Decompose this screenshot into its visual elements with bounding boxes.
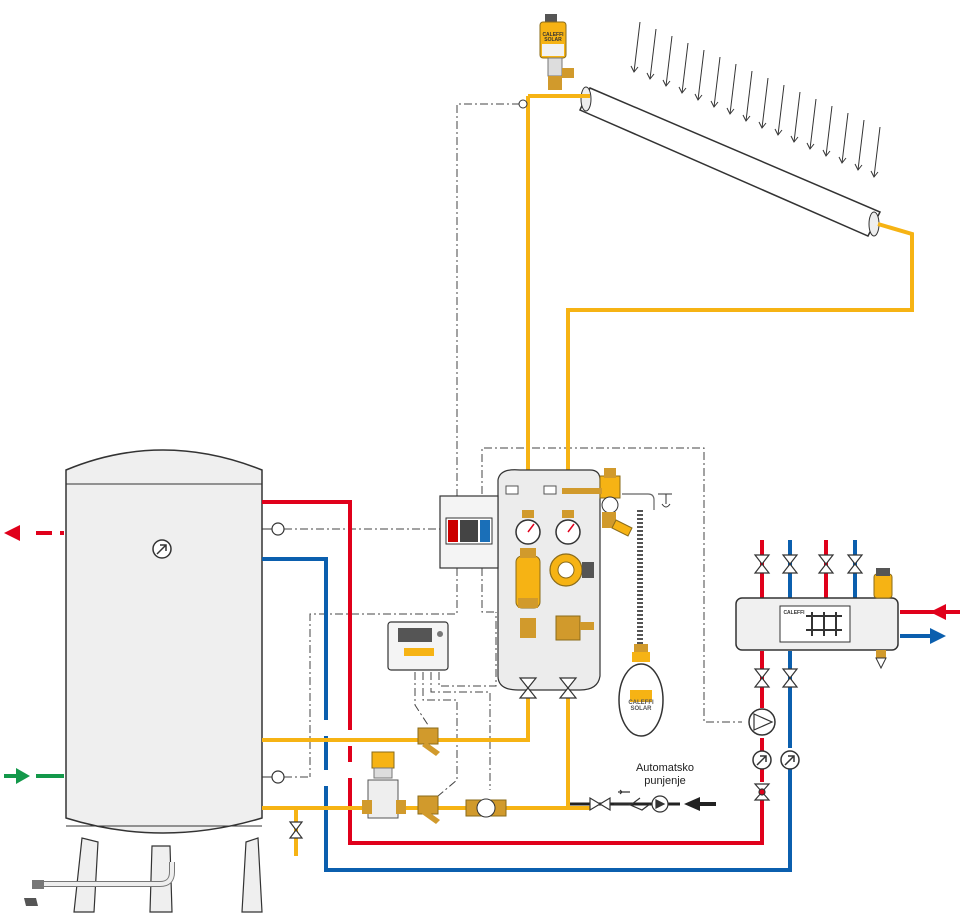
sun-ray-head [838, 156, 847, 164]
thermometer-blue-icon [780, 750, 800, 770]
distribution-manifold [735, 568, 899, 670]
solar-collector [579, 86, 882, 237]
storage-tank [24, 449, 263, 913]
strainer-lower-icon [417, 795, 440, 824]
sun-ray [665, 35, 673, 87]
pressure-gauge-left-icon [515, 510, 541, 545]
manifold-valve-icon [781, 668, 799, 688]
thermometer-red-icon [752, 750, 772, 770]
auto-fill-assembly [589, 789, 669, 813]
sun-ray [697, 49, 705, 101]
check-valve-red-icon [753, 783, 771, 801]
pressure-gauge-right-icon [555, 510, 581, 545]
manifold-valve-icon [781, 554, 799, 574]
sun-ray [873, 126, 881, 178]
air-vent-top [539, 14, 574, 90]
sun-ray-head [806, 142, 815, 150]
heating-return-arrow [900, 628, 946, 644]
solar-circuit-pipes [262, 94, 914, 856]
sun-ray [793, 91, 801, 143]
collector-sensor-icon [518, 99, 528, 109]
flow-meter-icon [465, 798, 507, 818]
sun-rays [630, 21, 881, 178]
sun-ray-head [630, 65, 639, 73]
heating-flow-arrow [900, 604, 960, 620]
drain-valve-yellow-icon [288, 821, 304, 839]
sun-ray [649, 28, 657, 80]
sun-ray-head [662, 79, 671, 87]
sun-ray-head [854, 163, 863, 171]
sun-ray-head [774, 128, 783, 136]
manifold-valves [753, 554, 864, 688]
drain-valve-icon [32, 880, 44, 889]
heat-meter-calculator [387, 621, 449, 671]
vessel-brand-caleffi: CALEFFI [628, 700, 654, 706]
sun-ray-head [742, 114, 751, 122]
recirculation-pump-icon [748, 708, 776, 736]
sun-ray [777, 84, 785, 136]
solar-pump-station [497, 468, 633, 699]
manifold-brand-label: CALEFFI [782, 610, 806, 616]
sun-ray [729, 63, 737, 115]
sun-ray-head [678, 86, 687, 94]
sun-ray [809, 98, 817, 150]
sun-ray-head [710, 100, 719, 108]
sun-ray-head [758, 121, 767, 129]
vent-brand-caleffi: CALEFFI [542, 32, 564, 38]
sun-ray [841, 112, 849, 164]
sun-ray [825, 105, 833, 157]
control-signal-lines [284, 103, 742, 797]
manifold-valve-icon [753, 668, 771, 688]
tank-sensors [262, 522, 285, 784]
manifold-valve-icon [846, 554, 864, 574]
station-valve-left-icon [518, 677, 538, 699]
sun-ray-head [822, 149, 831, 157]
sun-ray [633, 21, 641, 73]
manifold-valve-icon [817, 554, 835, 574]
auto-fill-label: Automatsko punjenje [622, 762, 708, 788]
cold-water-inlet-arrow [4, 768, 64, 784]
strainer-upper-icon [417, 727, 440, 756]
cold-circuit-pipes [262, 540, 857, 872]
thermostatic-mixer-icon [362, 751, 406, 819]
sun-ray [713, 56, 721, 108]
sun-ray [681, 42, 689, 94]
solar-controller [439, 495, 499, 569]
sun-ray-head [726, 107, 735, 115]
sun-ray-head [646, 72, 655, 80]
sun-ray [761, 77, 769, 129]
station-valve-right-icon [558, 677, 578, 699]
sun-ray-head [870, 170, 879, 178]
manifold-brand-caleffi: CALEFFI [783, 610, 805, 616]
auto-fill-label-line2: punjenje [644, 775, 686, 787]
auto-fill-label-line1: Automatsko [635, 762, 695, 774]
vent-brand-label: CALEFFI SOLAR [541, 33, 565, 43]
sun-ray-head [694, 93, 703, 101]
vessel-brand-label: CALEFFI SOLAR [624, 700, 658, 712]
sun-ray [745, 70, 753, 122]
fill-inlet-arrow [684, 797, 700, 811]
hot-water-outlet-arrow [4, 525, 64, 541]
manifold-valve-icon [753, 554, 771, 574]
vent-brand-solar: SOLAR [544, 37, 562, 43]
solar-circulator-pump-icon [549, 553, 594, 587]
vessel-brand-solar: SOLAR [630, 706, 652, 712]
expansion-vessel [618, 493, 672, 737]
sun-ray [857, 119, 865, 171]
sun-ray-head [790, 135, 799, 143]
